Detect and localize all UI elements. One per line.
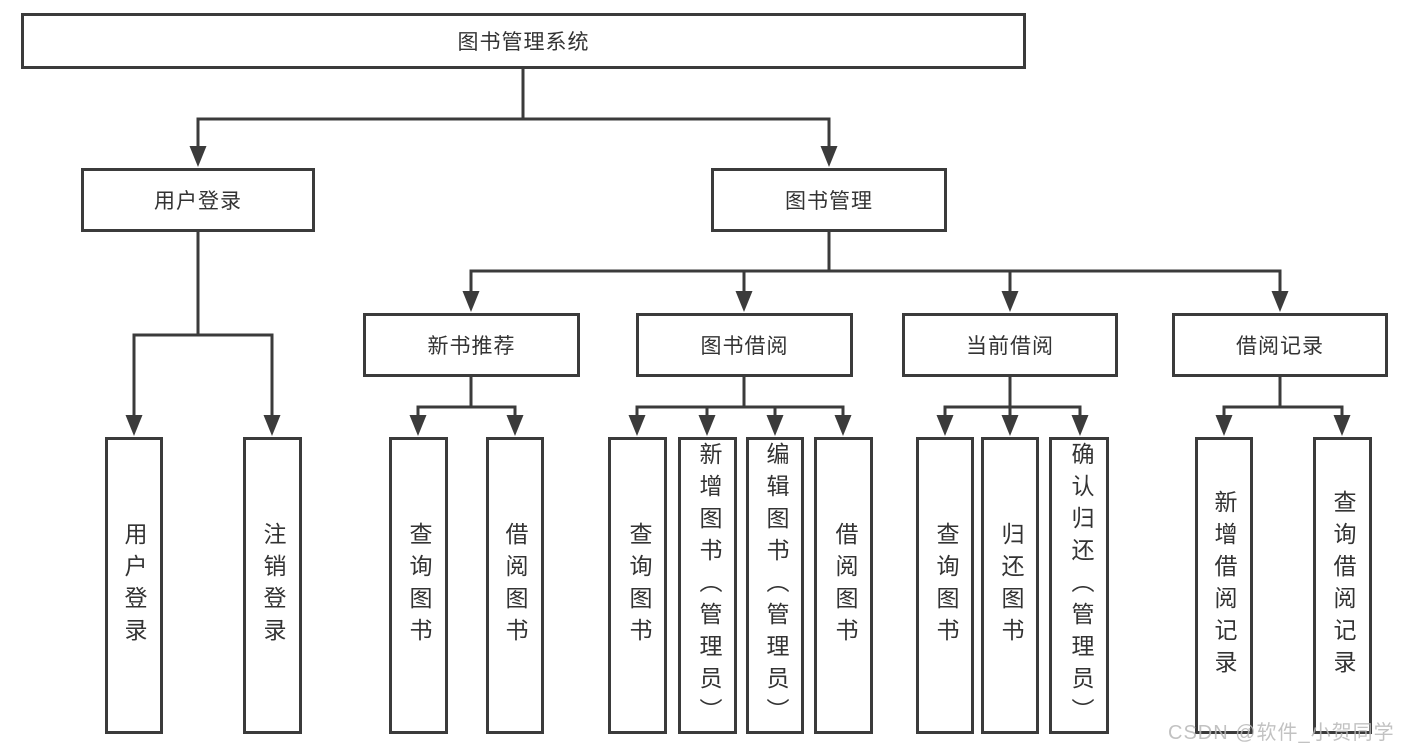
leaf-borrow-books: 借阅图书 bbox=[814, 437, 873, 734]
leaf-recommend-query-books: 查询图书 bbox=[389, 437, 448, 734]
leaf-confirm-return-admin: 确认归还（管理员） bbox=[1049, 437, 1109, 734]
leaf-edit-books-admin: 编辑图书（管理员） bbox=[746, 437, 804, 734]
leaf-query-borrow-record: 查询借阅记录 bbox=[1313, 437, 1372, 734]
leaf-current-query-books: 查询图书 bbox=[916, 437, 974, 734]
node-borrow-records: 借阅记录 bbox=[1172, 313, 1388, 377]
node-book-management: 图书管理 bbox=[711, 168, 947, 232]
csdn-watermark: CSDN @软件_小贺同学 bbox=[1168, 722, 1395, 744]
leaf-return-books: 归还图书 bbox=[981, 437, 1039, 734]
node-new-book-recommend: 新书推荐 bbox=[363, 313, 580, 377]
leaf-add-borrow-record: 新增借阅记录 bbox=[1195, 437, 1253, 734]
leaf-borrow-query-books: 查询图书 bbox=[608, 437, 667, 734]
leaf-add-books-admin: 新增图书（管理员） bbox=[678, 437, 737, 734]
leaf-recommend-borrow-books: 借阅图书 bbox=[486, 437, 544, 734]
node-book-borrow: 图书借阅 bbox=[636, 313, 853, 377]
leaf-logout: 注销登录 bbox=[243, 437, 302, 734]
node-root-system: 图书管理系统 bbox=[21, 13, 1026, 69]
node-user-login: 用户登录 bbox=[81, 168, 315, 232]
node-current-borrow: 当前借阅 bbox=[902, 313, 1118, 377]
leaf-user-login: 用户登录 bbox=[105, 437, 163, 734]
